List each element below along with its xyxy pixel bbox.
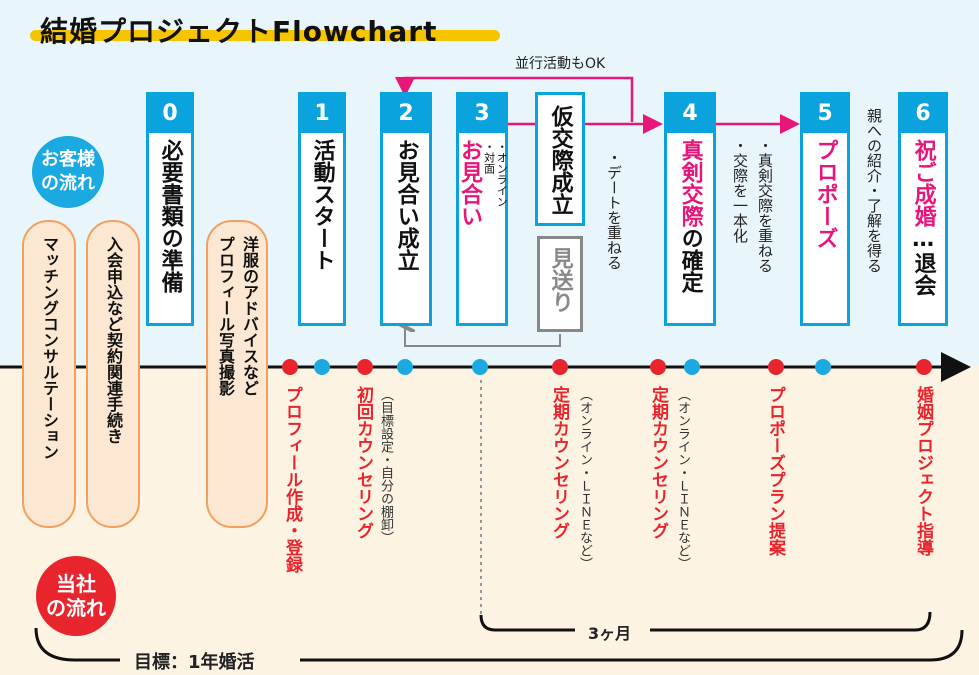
timeline-dot (357, 359, 373, 375)
miokuri-box: 見送り (537, 236, 583, 332)
timeline-dot (916, 359, 932, 375)
timeline-dot (552, 359, 568, 375)
goal-label: 目標：1年婚活 (134, 652, 255, 673)
timeline-dot (650, 359, 666, 375)
company-step-profile: プロフィール作成・登録 (282, 386, 302, 573)
company-step-first-counseling: 初回カウンセリング (353, 386, 373, 539)
step-6-box: 6 祝ご成婚…退会 (898, 92, 948, 326)
step-3-box: 3 お見合い ・オンライン ・対面 (456, 92, 508, 326)
timeline-dot (684, 359, 700, 375)
step-4-box: 4 真剣交際の確定 (664, 92, 716, 326)
pill-matching-consultation: マッチングコンサルテーション (22, 220, 76, 528)
step-5-box: 5 プロポーズ (800, 92, 850, 326)
timeline-dot (815, 359, 831, 375)
title-underline (30, 30, 500, 41)
company-step-proposal-plan: プロポーズプラン提案 (765, 386, 785, 556)
annotation-parents: 親への紹介・了解を得る (865, 108, 883, 273)
parallel-loop-arrow (395, 76, 634, 122)
step-1-box: 1 活動スタート (298, 92, 346, 326)
annotation-date: ・デートを重ねる (605, 150, 623, 270)
parallel-activity-label: 並行活動もOK (515, 56, 606, 72)
company-step-regular-counseling-1: 定期カウンセリング (549, 386, 569, 539)
page-title: 結婚プロジェクトFlowchart (40, 15, 438, 48)
customer-flow-badge: お客様 の流れ (32, 136, 104, 208)
annotation-shinken-1: ・真剣交際を重ねる (756, 138, 774, 273)
pill-photo-advice: 洋服のアドバイスなど プロフィール写真撮影 (206, 220, 268, 528)
timeline-dot (282, 359, 298, 375)
company-area-background (0, 366, 979, 675)
timeline-dot (768, 359, 784, 375)
company-step-marriage-guidance: 婚姻プロジェクト指導 (913, 386, 933, 556)
step-karikousai-box: 仮交際成立 (535, 92, 585, 226)
company-step-regular-counseling-2-sub: （オンライン・ＬＩＮＥなど） (675, 388, 690, 570)
pill-contract-procedure: 入会申込など契約関連手続き (86, 220, 140, 528)
three-month-bracket (479, 611, 932, 632)
goal-bracket (34, 627, 964, 662)
timeline-dot (314, 359, 330, 375)
timeline-dot (472, 359, 488, 375)
company-flow-badge: 当社 の流れ (36, 556, 116, 636)
step-2-box: 2 お見合い成立 (380, 92, 432, 326)
step-0-box: 0 必要書類の準備 (146, 92, 194, 326)
miokuri-return-arrow (405, 322, 561, 347)
timeline-dot (397, 359, 413, 375)
company-step-first-counseling-sub: （目標設定・自分の棚卸） (378, 388, 393, 544)
company-step-regular-counseling-1-sub: （オンライン・ＬＩＮＥなど） (577, 388, 592, 570)
company-step-regular-counseling-2: 定期カウンセリング (648, 386, 668, 539)
annotation-shinken-2: ・交際を一本化 (731, 138, 749, 243)
three-months-label: 3ヶ月 (588, 624, 632, 643)
